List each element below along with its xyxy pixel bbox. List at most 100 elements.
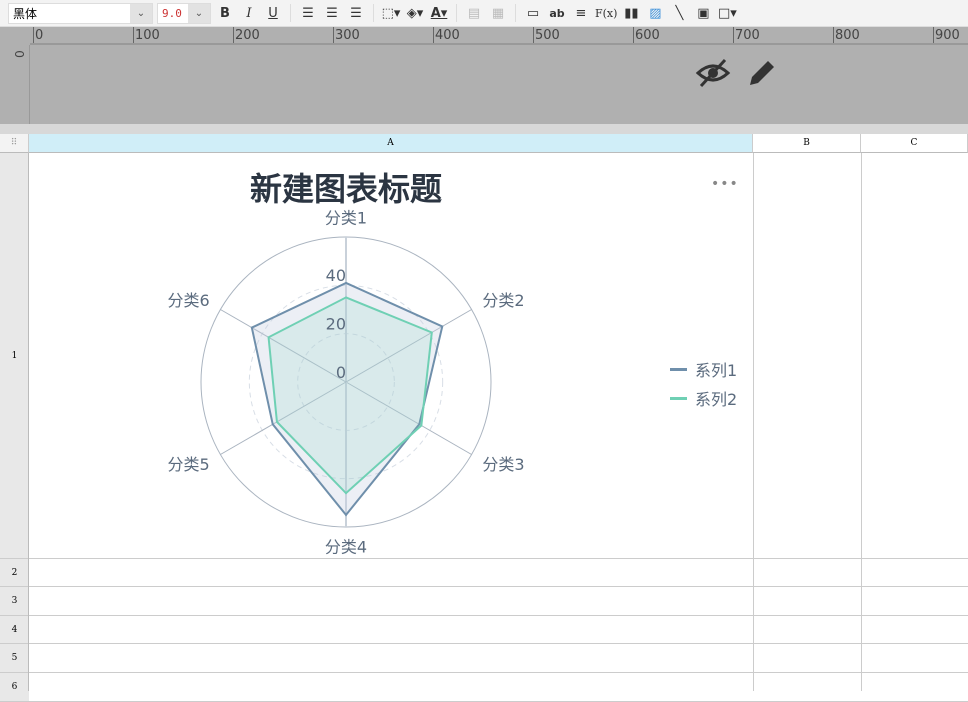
- category-label: 分类5: [167, 455, 209, 474]
- split-cells-button[interactable]: ▦: [491, 5, 505, 21]
- select-all-handle[interactable]: ⠿: [0, 134, 29, 153]
- ruler-tick: 500: [535, 28, 560, 43]
- align-left-button[interactable]: ☰: [302, 5, 314, 21]
- table-row[interactable]: [29, 559, 968, 587]
- vertical-ruler: 0: [4, 45, 30, 124]
- legend-item-series2[interactable]: 系列2: [670, 386, 737, 410]
- frame-button[interactable]: □▾: [718, 5, 737, 21]
- align-center-button[interactable]: ☰: [326, 5, 338, 21]
- chart-title: 新建图表标题: [249, 170, 442, 208]
- underline-button[interactable]: U: [268, 5, 278, 21]
- category-label: 分类4: [325, 537, 367, 556]
- image-icon[interactable]: ▨: [649, 5, 662, 21]
- row-header-6[interactable]: 6: [0, 673, 29, 702]
- radar-axis: [345, 309, 472, 383]
- ruler-tick: 400: [435, 28, 460, 43]
- column-header-b[interactable]: B: [753, 134, 861, 153]
- form-icon[interactable]: ▣: [697, 5, 710, 21]
- grid-line: [861, 153, 862, 691]
- separator-band: [0, 124, 968, 134]
- ruler-tick: 700: [735, 28, 760, 43]
- font-color-button[interactable]: A▾: [430, 5, 448, 21]
- radar-series-1: [250, 281, 444, 517]
- fill-color-button[interactable]: ◈▾: [406, 5, 424, 21]
- ruler-tick: 300: [335, 28, 360, 43]
- column-header-a[interactable]: A: [29, 134, 753, 153]
- font-size-value: 9.0: [162, 6, 182, 20]
- ruler-mark: [933, 27, 934, 43]
- grid-line: [28, 153, 29, 691]
- font-value: 黑体: [13, 6, 38, 21]
- divider: [290, 4, 291, 22]
- ruler-mark: [533, 27, 534, 43]
- ruler-mark: [333, 27, 334, 43]
- legend-item-series1[interactable]: 系列1: [670, 357, 737, 381]
- table-row[interactable]: [29, 673, 968, 702]
- ruler-mark: [233, 27, 234, 43]
- legend-label: 系列1: [695, 361, 738, 380]
- font-size-select[interactable]: 9.0 ⌄: [157, 2, 211, 24]
- ruler-mark: [33, 27, 34, 43]
- category-label: 分类3: [482, 455, 524, 474]
- italic-button[interactable]: I: [246, 5, 252, 21]
- toolbar: 黑体 ⌄ 9.0 ⌄ B I U ☰ ☰ ☰ ⬚▾ ◈▾ A▾ ▤ ▦ ▭ ab ≡…: [0, 0, 968, 27]
- table-row[interactable]: [29, 644, 968, 673]
- ruler-mark: [833, 27, 834, 43]
- row-header-2[interactable]: 2: [0, 559, 29, 587]
- divider: [456, 4, 457, 22]
- row-header-5[interactable]: 5: [0, 644, 29, 673]
- radar-axis: [220, 309, 347, 383]
- bold-button[interactable]: B: [220, 5, 230, 21]
- radar-series-2: [267, 296, 433, 495]
- chevron-down-icon: ⌄: [188, 3, 210, 23]
- grid-line: [753, 153, 754, 691]
- text-format-button[interactable]: ab: [549, 6, 565, 20]
- slash-icon[interactable]: ╲: [675, 5, 684, 21]
- radar-axis: [345, 381, 472, 455]
- ruler-mark: [733, 27, 734, 43]
- hide-eye-icon[interactable]: [695, 57, 731, 89]
- ruler-mark: [433, 27, 434, 43]
- ruler-tick: 100: [135, 28, 160, 43]
- row-header-3[interactable]: 3: [0, 587, 29, 616]
- category-label: 分类2: [482, 291, 524, 310]
- row-header-1[interactable]: 1: [0, 153, 29, 559]
- ruler-tick: 800: [835, 28, 860, 43]
- edit-pencil-icon[interactable]: [746, 57, 778, 89]
- table-row[interactable]: [29, 153, 968, 559]
- radial-tick-label: 20: [326, 315, 346, 334]
- category-label: 分类1: [325, 209, 367, 228]
- align-right-button[interactable]: ☰: [350, 5, 362, 21]
- border-button[interactable]: ⬚▾: [381, 5, 401, 21]
- paragraph-icon[interactable]: ≡: [575, 5, 587, 21]
- ruler-tick: 0: [35, 28, 44, 43]
- chart-icon[interactable]: ▮▮: [624, 5, 639, 21]
- ruler-mark: [133, 27, 134, 43]
- radial-tick-label: 40: [326, 266, 346, 285]
- merge-cells-button[interactable]: ▤: [467, 5, 481, 21]
- horizontal-ruler: 0 100 200 300 400 500 600 700 800 900: [30, 27, 968, 45]
- chevron-down-icon: ⌄: [130, 3, 152, 23]
- chart-more-menu[interactable]: •••: [711, 176, 739, 192]
- ruler-tick: 900: [935, 28, 960, 43]
- ruler-tick: 0: [12, 50, 27, 58]
- formula-button[interactable]: F(x): [595, 6, 618, 20]
- ruler-tick: 200: [235, 28, 260, 43]
- radar-axis: [220, 381, 347, 455]
- legend-swatch: [670, 396, 687, 400]
- textbox-icon[interactable]: ▭: [526, 5, 540, 21]
- divider: [515, 4, 516, 22]
- table-row[interactable]: [29, 616, 968, 644]
- radial-tick-label: 0: [336, 363, 346, 382]
- legend-swatch: [670, 367, 687, 371]
- divider: [373, 4, 374, 22]
- design-area: 0 100 200 300 400 500 600 700 800 900 0: [0, 27, 968, 124]
- column-header-c[interactable]: C: [861, 134, 968, 153]
- ruler-tick: 600: [635, 28, 660, 43]
- table-row[interactable]: [29, 587, 968, 616]
- ruler-mark: [633, 27, 634, 43]
- font-family-select[interactable]: 黑体 ⌄: [8, 2, 153, 24]
- row-header-4[interactable]: 4: [0, 616, 29, 644]
- category-label: 分类6: [167, 291, 209, 310]
- radar-chart: 0 20 40 分类1 分类2 分类3 分类4 分类5 分类6: [167, 209, 524, 557]
